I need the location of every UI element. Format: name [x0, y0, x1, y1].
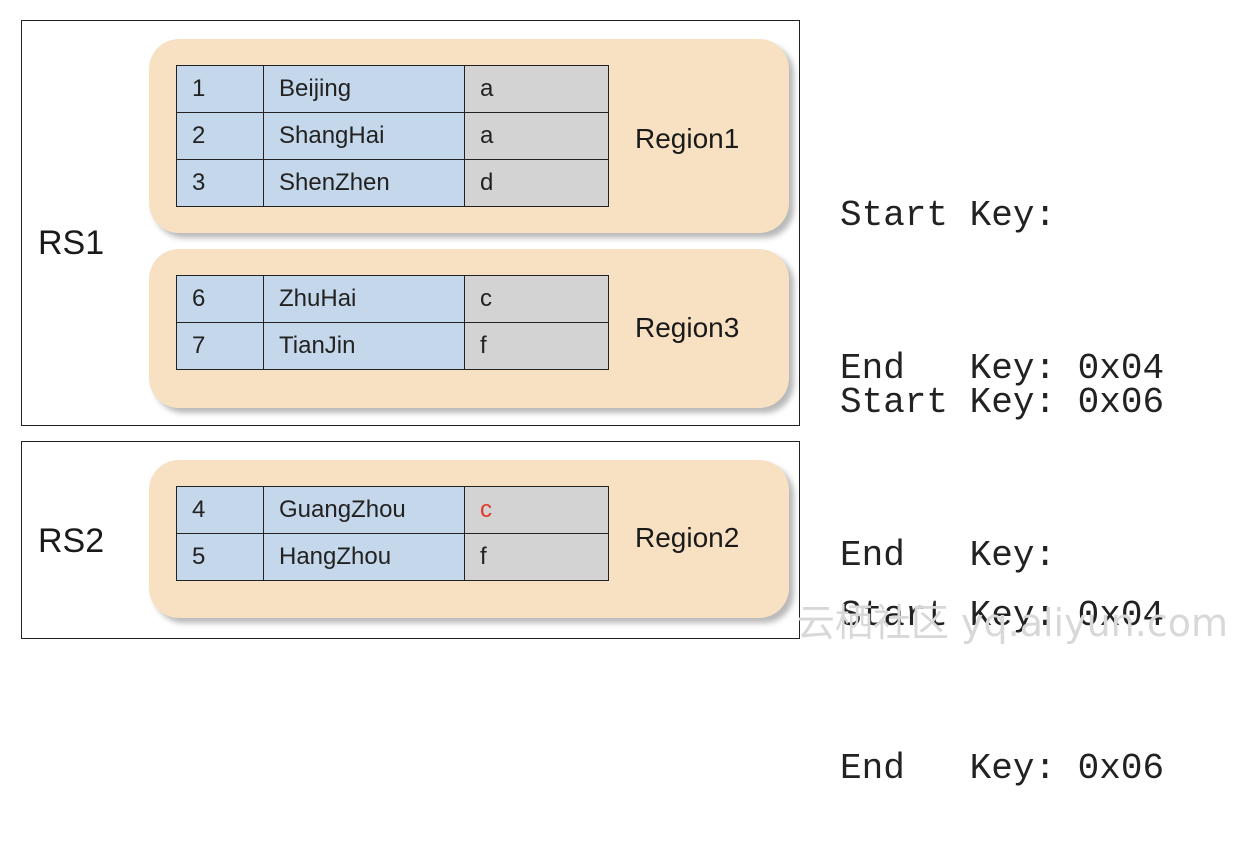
- region-name: Region2: [635, 522, 740, 553]
- end-key-label: End Key:: [840, 748, 1057, 789]
- row-value: d: [464, 159, 609, 207]
- key-range-region1: Start Key: End Key: 0x04: [840, 88, 1164, 445]
- server-label: RS2: [38, 522, 105, 560]
- row-value: a: [464, 112, 609, 160]
- end-key-value: 0x06: [1077, 748, 1165, 789]
- region-table: 1 Beijing a 2 ShangHai a 3 ShenZhen d: [176, 65, 609, 207]
- key-range-region3: Start Key: 0x06 End Key:: [840, 275, 1164, 632]
- table-row: 4 GuangZhou c: [176, 486, 609, 534]
- start-key-value: 0x06: [1077, 382, 1165, 423]
- region-table: 4 GuangZhou c 5 HangZhou f: [176, 486, 609, 581]
- end-key-line: End Key: 0x04: [840, 343, 1164, 394]
- row-city: GuangZhou: [263, 486, 465, 534]
- start-key-label: Start Key:: [840, 382, 1057, 423]
- row-key-id: 7: [176, 322, 264, 370]
- table-row: 1 Beijing a: [176, 65, 609, 113]
- table-row: 3 ShenZhen d: [176, 159, 609, 207]
- row-key-id: 4: [176, 486, 264, 534]
- region-name: Region1: [635, 123, 740, 154]
- start-key-label: Start Key:: [840, 195, 1057, 236]
- table-row: 6 ZhuHai c: [176, 275, 609, 323]
- region-server-rs2: RS2 4 GuangZhou c 5 HangZhou f Region2: [21, 441, 800, 639]
- end-key-label: End Key:: [840, 348, 1057, 389]
- row-city: HangZhou: [263, 533, 465, 581]
- region-region1: 1 Beijing a 2 ShangHai a 3 ShenZhen d Re…: [149, 39, 789, 233]
- region-table: 6 ZhuHai c 7 TianJin f: [176, 275, 609, 370]
- end-key-line: End Key:: [840, 530, 1164, 581]
- region-region2: 4 GuangZhou c 5 HangZhou f Region2: [149, 460, 789, 618]
- table-row: 5 HangZhou f: [176, 533, 609, 581]
- row-key-id: 1: [176, 65, 264, 113]
- start-key-line: Start Key: 0x04: [840, 590, 1164, 641]
- start-key-line: Start Key:: [840, 190, 1164, 241]
- row-value: f: [464, 322, 609, 370]
- watermark: 云栖社区 yq.aliyun.com: [796, 601, 1228, 645]
- row-city: ZhuHai: [263, 275, 465, 323]
- row-key-id: 2: [176, 112, 264, 160]
- key-range-region2: Start Key: 0x04 End Key: 0x06: [840, 488, 1164, 845]
- region-server-rs1: RS1 1 Beijing a 2 ShangHai a 3 ShenZhen …: [21, 20, 800, 426]
- row-value: c: [464, 275, 609, 323]
- table-row: 2 ShangHai a: [176, 112, 609, 160]
- row-key-id: 6: [176, 275, 264, 323]
- row-value: a: [464, 65, 609, 113]
- row-key-id: 5: [176, 533, 264, 581]
- row-city: TianJin: [263, 322, 465, 370]
- end-key-line: End Key: 0x06: [840, 743, 1164, 794]
- end-key-value: 0x04: [1077, 348, 1165, 389]
- row-city: ShangHai: [263, 112, 465, 160]
- row-value: f: [464, 533, 609, 581]
- row-key-id: 3: [176, 159, 264, 207]
- start-key-label: Start Key:: [840, 595, 1057, 636]
- table-row: 7 TianJin f: [176, 322, 609, 370]
- row-city: ShenZhen: [263, 159, 465, 207]
- start-key-line: Start Key: 0x06: [840, 377, 1164, 428]
- start-key-value: 0x04: [1077, 595, 1165, 636]
- region-region3: 6 ZhuHai c 7 TianJin f Region3: [149, 249, 789, 408]
- server-label: RS1: [38, 224, 105, 262]
- region-name: Region3: [635, 312, 740, 343]
- row-value-highlighted: c: [464, 486, 609, 534]
- end-key-label: End Key:: [840, 535, 1057, 576]
- row-city: Beijing: [263, 65, 465, 113]
